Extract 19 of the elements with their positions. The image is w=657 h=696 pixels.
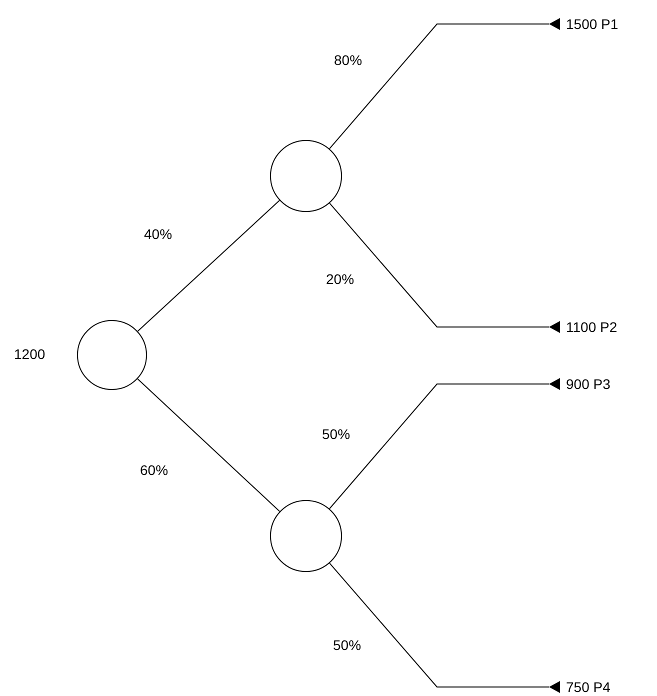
branch-line — [329, 384, 550, 510]
branch-line — [329, 202, 550, 328]
probability-label: 60% — [140, 462, 168, 478]
branch-line — [137, 378, 280, 512]
probability-label: 50% — [322, 426, 350, 442]
branch-line — [329, 24, 550, 150]
chance-node-circle — [270, 140, 342, 212]
probability-label: 40% — [144, 226, 172, 242]
outcome-label: 750 P4 — [566, 679, 610, 695]
probability-label: 20% — [326, 271, 354, 287]
chance-node-circle — [270, 500, 342, 572]
value-label: 1200 — [14, 346, 46, 362]
branch-line — [137, 200, 280, 332]
probability-label: 80% — [334, 52, 362, 68]
outcome-label: 900 P3 — [566, 376, 610, 392]
probability-label: 50% — [333, 637, 362, 653]
outcome-label: 1500 P1 — [566, 16, 618, 32]
branch-line — [329, 562, 550, 688]
outcome-label: 1100 P2 — [566, 319, 618, 335]
